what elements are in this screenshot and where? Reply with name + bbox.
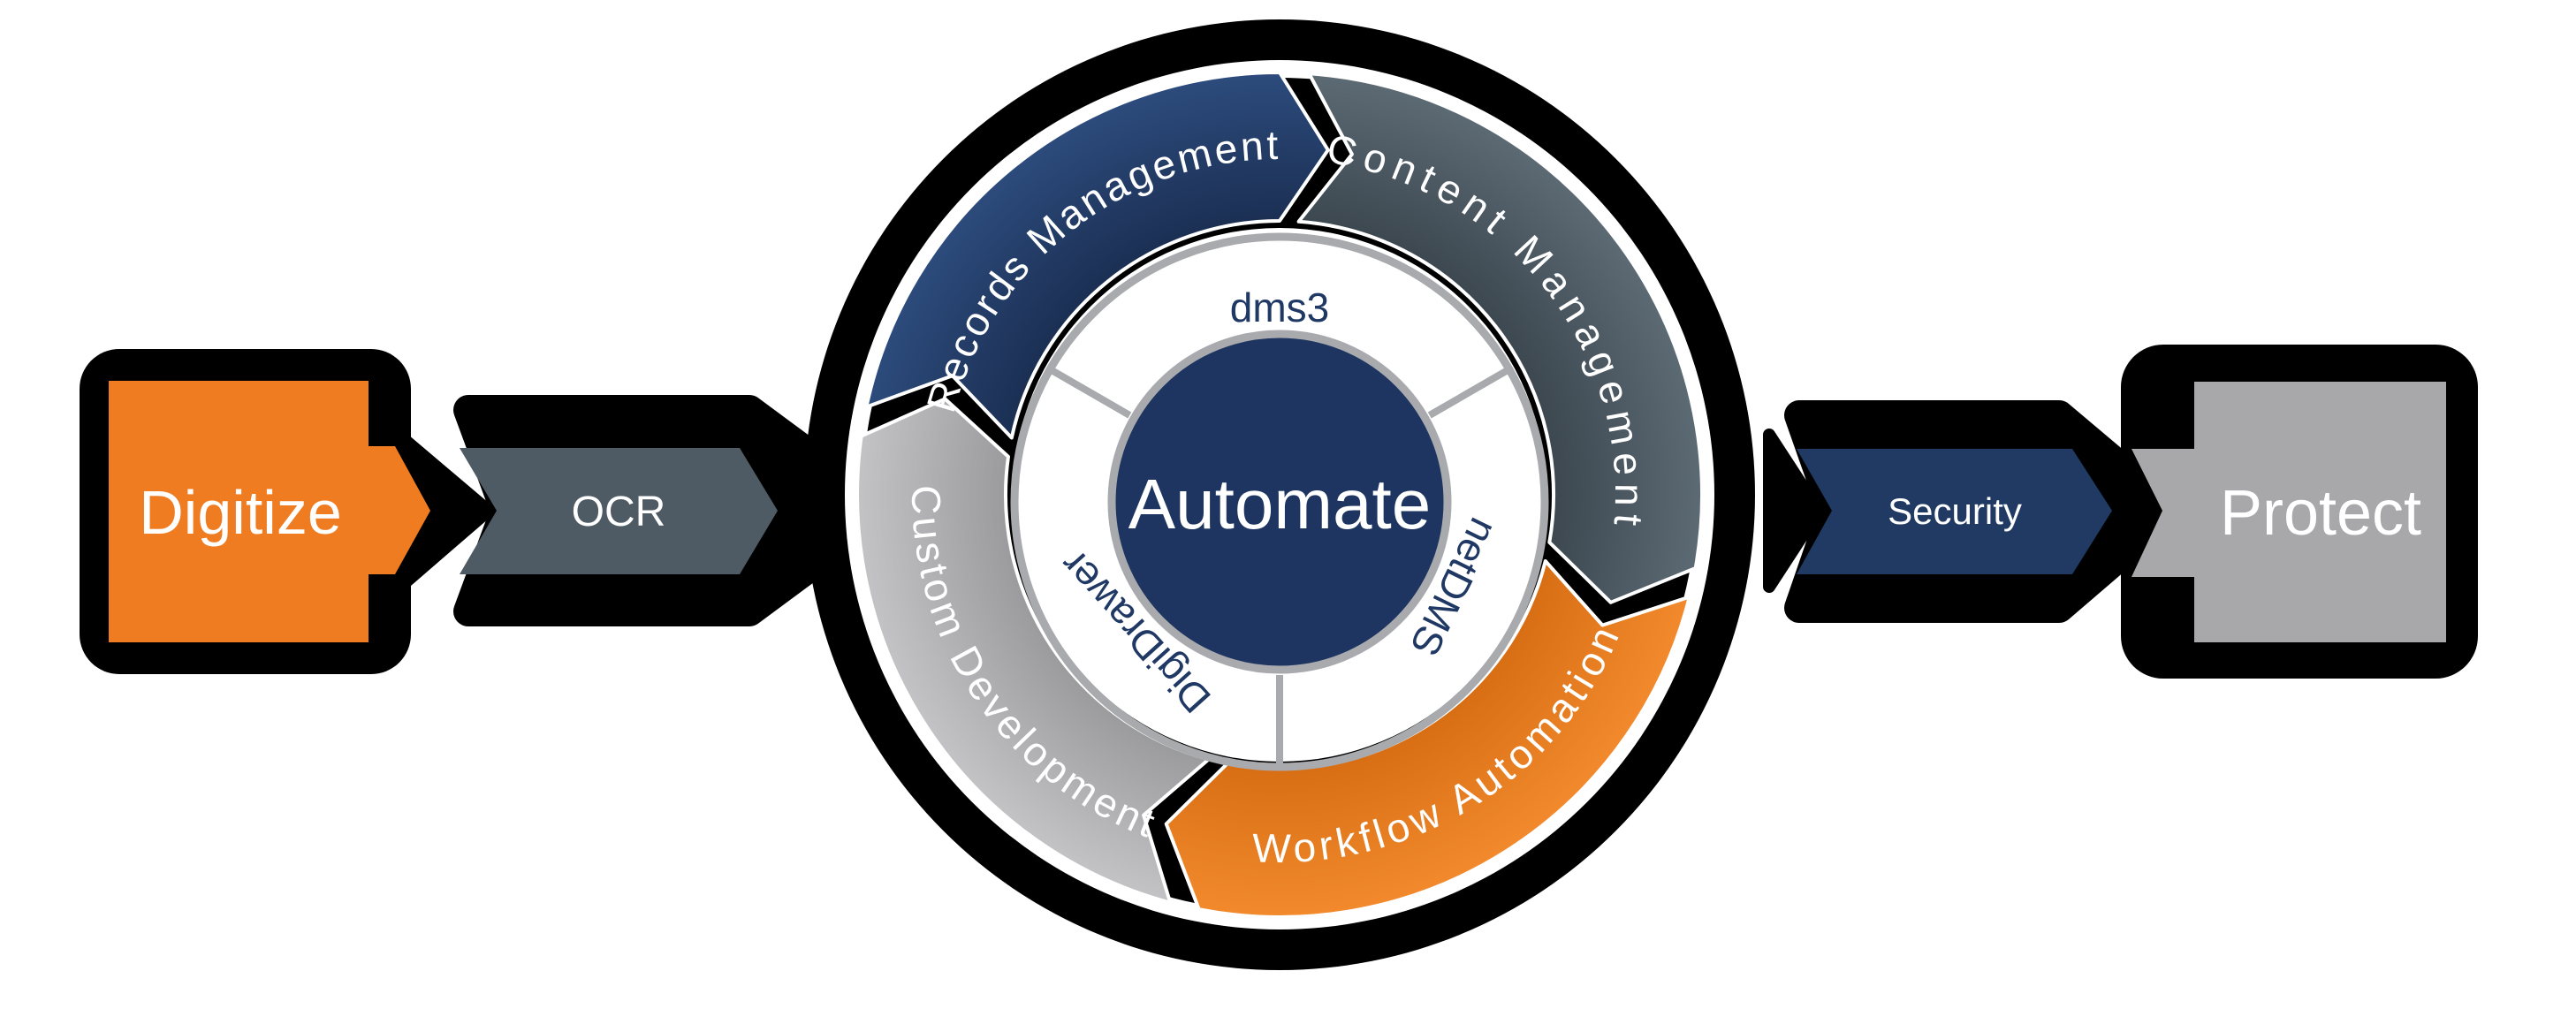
ocr-label: OCR — [572, 489, 666, 535]
inner-ring-divider-2 — [1051, 368, 1132, 419]
segment-content — [1296, 72, 1704, 604]
protect-box — [2131, 382, 2446, 642]
digitize-box — [109, 381, 430, 642]
segment-workflow — [1164, 559, 1691, 919]
product-label-dms3: dms3 — [1230, 284, 1329, 330]
inner-ring-divider-0 — [1427, 368, 1508, 419]
ocr-arrow — [460, 448, 778, 574]
protect-label: Protect — [2220, 478, 2421, 549]
automate-hub — [1107, 330, 1452, 674]
inner-ring-border — [1010, 232, 1549, 771]
connector-chevron — [1763, 429, 1825, 593]
security-label: Security — [1888, 490, 2022, 532]
digitize-label: Digitize — [139, 478, 342, 547]
segment-records — [864, 71, 1330, 440]
automate-label: Automate — [1128, 465, 1431, 543]
security-arrow — [1797, 449, 2112, 574]
diagram-shapes — [80, 19, 2478, 970]
